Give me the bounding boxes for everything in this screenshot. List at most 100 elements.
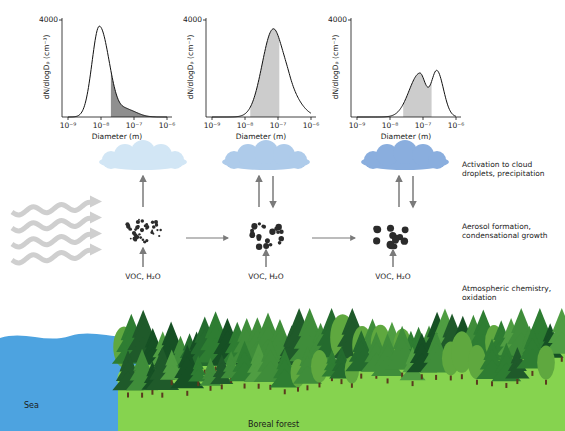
- axis-tick-label: 10⁻⁹: [349, 122, 366, 131]
- aerosol-particles: [373, 225, 409, 250]
- tree-trunk: [387, 378, 389, 383]
- particle: [373, 237, 380, 244]
- cloud-part: [166, 151, 184, 169]
- process-label: Aerosol formation, condensational growth: [462, 223, 560, 240]
- tree-trunk: [258, 384, 260, 389]
- size-distribution-plot: [348, 18, 461, 120]
- particle: [136, 235, 140, 239]
- process-arrow: [412, 176, 414, 207]
- axis-tick-label: 10⁻⁸: [237, 122, 254, 131]
- tree-trunk: [450, 375, 452, 380]
- tree-trunk: [186, 391, 188, 396]
- wind-arrow: [12, 195, 102, 214]
- axis-title: Diameter (m): [236, 133, 287, 142]
- tree-trunk: [476, 380, 478, 385]
- tree-trunk: [318, 382, 320, 387]
- particle: [128, 227, 132, 231]
- tree-trunk: [505, 383, 507, 388]
- axis-tick: [245, 117, 246, 120]
- size-distribution-plot: [203, 18, 316, 120]
- tree-trunk: [284, 389, 286, 394]
- axis-tick-label: 10⁻⁶: [303, 122, 320, 131]
- aerosol-particles: [249, 222, 284, 250]
- forest-region: Boreal forest: [100, 285, 565, 431]
- tree-crown: [311, 350, 328, 382]
- particle: [143, 241, 145, 243]
- axis-tick: [167, 117, 168, 120]
- process-arrow: [142, 248, 144, 267]
- growth-arrow: [186, 237, 228, 238]
- particle: [141, 219, 145, 223]
- particle: [152, 233, 154, 235]
- plot-axes: [62, 18, 172, 117]
- shaded-area: [250, 29, 279, 117]
- wind-line: [12, 234, 92, 247]
- wind-head: [90, 243, 102, 255]
- distribution-curve: [357, 70, 456, 117]
- source-label: VOC, H₂O: [248, 273, 283, 282]
- axis-title: Diameter (m): [92, 133, 143, 142]
- tree-trunk: [545, 380, 547, 385]
- process-arrow: [265, 250, 267, 267]
- axis-tick: [278, 117, 279, 120]
- particle: [132, 231, 136, 235]
- process-arrow: [272, 176, 274, 207]
- axis-value: 4000: [39, 16, 58, 25]
- sea-label: Sea: [24, 401, 39, 410]
- tree-trunk: [297, 387, 299, 392]
- wind-line: [12, 202, 92, 215]
- axis-tick: [101, 117, 102, 120]
- axis-tick: [348, 20, 351, 21]
- tree-trunk: [435, 375, 437, 380]
- tree-trunk: [340, 379, 342, 384]
- particle: [250, 231, 255, 236]
- axis-tick-label: 10⁻⁷: [126, 122, 143, 131]
- growth-arrow: [312, 237, 355, 238]
- wind-arrow: [12, 243, 102, 262]
- axis-tick: [390, 117, 391, 120]
- axis-tick: [68, 117, 69, 120]
- process-arrow: [142, 176, 144, 207]
- wind-arrow: [12, 211, 102, 230]
- particle: [373, 226, 378, 231]
- tree-trunk: [516, 379, 518, 384]
- cloud: [222, 140, 310, 170]
- particle: [151, 230, 153, 232]
- axis-tick-label: 10⁻⁸: [382, 122, 399, 131]
- wind-head: [90, 227, 102, 239]
- axis-tick: [456, 117, 457, 120]
- tree-trunk: [197, 381, 199, 386]
- particle: [156, 229, 158, 231]
- process-arrow: [258, 176, 260, 207]
- source-label: VOC, H₂O: [125, 273, 160, 282]
- axis-tick-label: 10⁻⁹: [204, 122, 221, 131]
- process-arrow: [392, 250, 394, 267]
- tree-crown: [537, 346, 555, 380]
- cloud: [99, 140, 187, 170]
- axis-tick: [203, 20, 206, 21]
- axis-title: dN/dlogDₚ (cm⁻³): [332, 35, 341, 100]
- tree-trunk: [412, 381, 414, 386]
- particle: [143, 241, 146, 244]
- axis-tick-label: 10⁻⁷: [270, 122, 287, 131]
- particle: [374, 226, 382, 234]
- tree-trunk: [461, 374, 463, 379]
- axis-title: Diameter (m): [381, 133, 432, 142]
- wind-head: [90, 195, 102, 207]
- wind-arrow: [12, 227, 102, 246]
- tree-trunk: [360, 374, 362, 379]
- tree-trunk: [171, 380, 173, 385]
- axis-tick: [59, 20, 62, 21]
- axis-tick-label: 10⁻⁶: [159, 122, 176, 131]
- particle: [402, 226, 409, 233]
- particle: [151, 221, 154, 224]
- cloud: [361, 140, 449, 170]
- forest-label: Boreal forest: [248, 420, 299, 429]
- shaded-area: [111, 71, 167, 117]
- particle: [387, 225, 394, 232]
- particle: [256, 244, 262, 250]
- axis-tick-label: 10⁻⁹: [60, 122, 77, 131]
- particle: [279, 236, 284, 241]
- particle: [387, 241, 395, 249]
